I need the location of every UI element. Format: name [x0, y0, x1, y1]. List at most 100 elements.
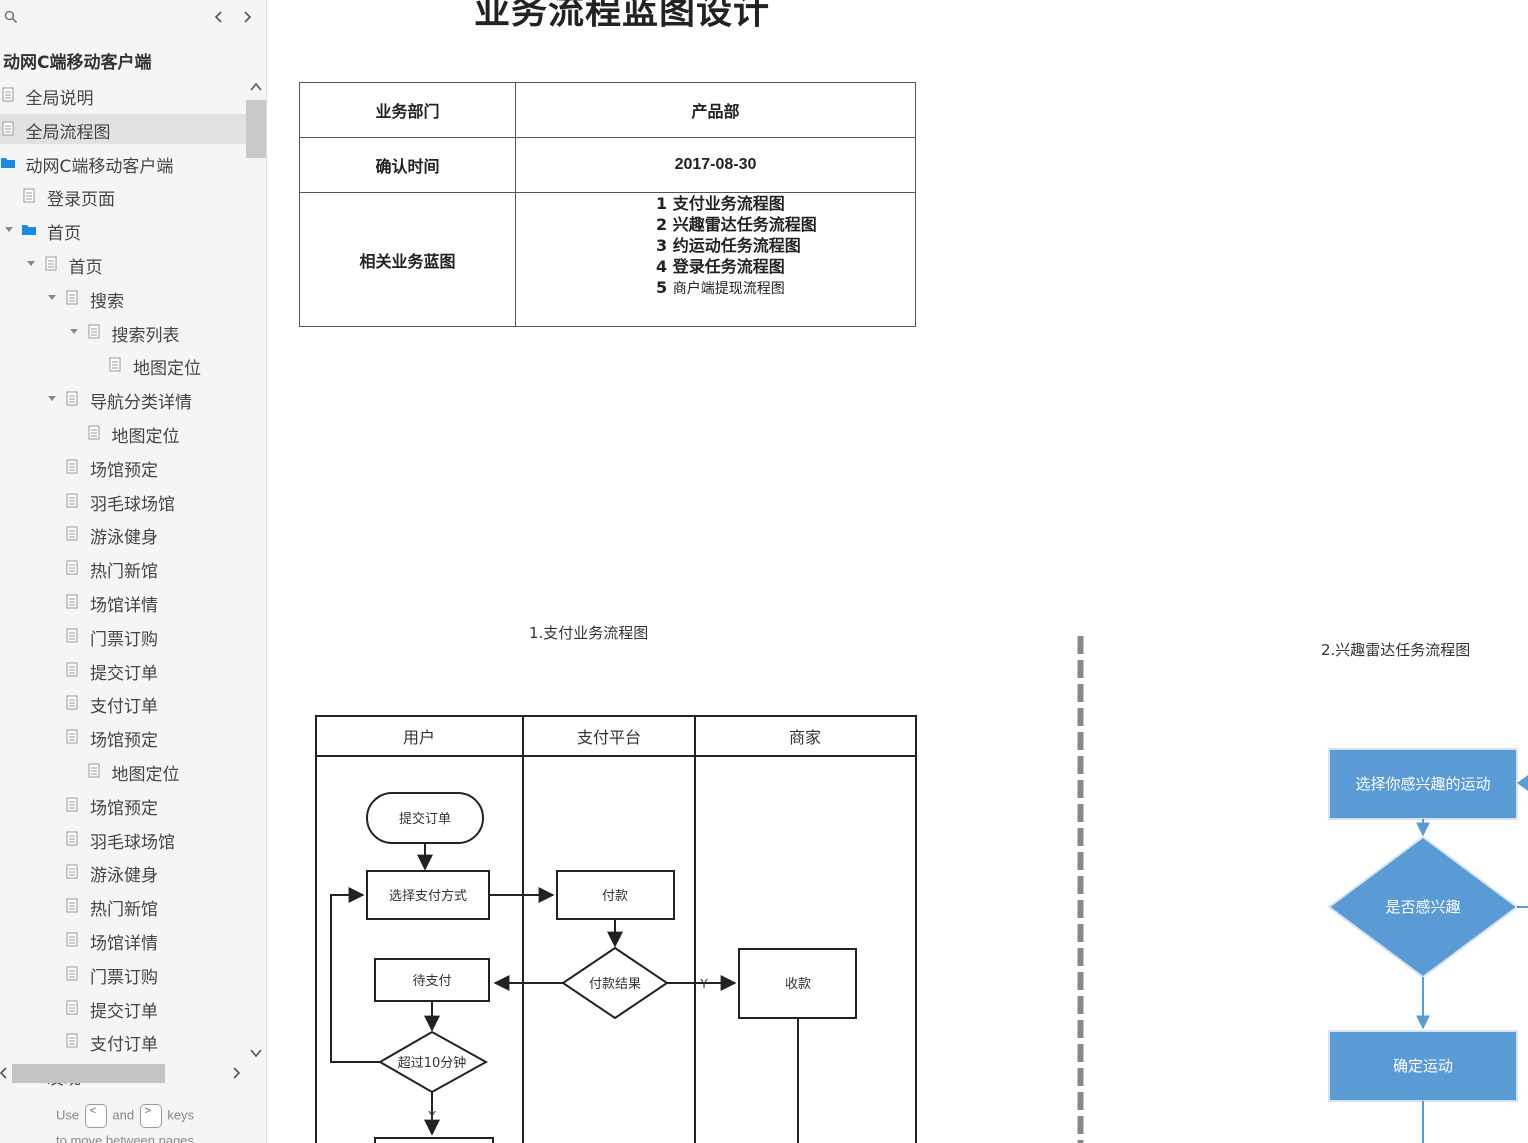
sidebar-item[interactable]: 搜索 — [0, 283, 246, 313]
sidebar-item[interactable]: 门票订购 — [0, 621, 246, 651]
expand-toggle-icon[interactable] — [4, 224, 14, 234]
sidebar-item[interactable]: 全局说明 — [0, 80, 246, 110]
sidebar-item-label: 全局说明 — [25, 89, 94, 109]
scroll-down-icon[interactable] — [249, 1046, 263, 1060]
related-num: 5 — [656, 278, 668, 297]
page-icon — [66, 391, 78, 406]
sidebar-item-label: 首页 — [47, 224, 81, 245]
diagram-divider — [1077, 636, 1084, 1143]
sidebar-item[interactable]: 首页 — [0, 249, 246, 279]
sidebar-item-label: 门票订购 — [90, 967, 158, 988]
sidebar-item[interactable]: 登录页面 — [0, 181, 246, 211]
date-label: 确认时间 — [299, 137, 516, 193]
sidebar-item[interactable]: 场馆详情 — [0, 925, 246, 955]
page-icon — [45, 256, 56, 271]
page-icon — [2, 87, 13, 102]
node-receive — [738, 948, 857, 1019]
page-icon — [88, 763, 99, 778]
related-item: 2 兴趣雷达任务流程图 — [656, 214, 915, 235]
sidebar-item[interactable]: 地图定位 — [0, 418, 246, 448]
sidebar-item[interactable]: 支付订单 — [0, 688, 246, 718]
page-icon — [66, 729, 78, 744]
project-title: 动网C端移动客户端 — [3, 53, 152, 73]
sidebar-item-label: 场馆预定 — [90, 460, 158, 481]
sidebar-item[interactable]: 场馆预定 — [0, 790, 246, 820]
vertical-scrollbar[interactable] — [246, 80, 266, 1060]
payment-flowchart: 用户 支付平台 商家 提交订单 选择支付方式 付款 付款结果 待支付 收款 Y … — [315, 715, 917, 1143]
scroll-up-icon[interactable] — [249, 80, 263, 94]
sidebar-item[interactable]: 门票订购 — [0, 959, 246, 989]
scroll-right-icon[interactable] — [230, 1066, 242, 1080]
scroll-left-icon[interactable] — [0, 1066, 10, 1080]
vertical-scroll-thumb[interactable] — [246, 100, 266, 158]
sidebar-item[interactable]: 地图定位 — [0, 756, 246, 786]
sidebar-item[interactable]: 热门新馆 — [0, 553, 246, 583]
hint-keys: keys — [167, 1107, 195, 1123]
related-num: 2 — [656, 215, 668, 234]
node-choose-sport-label: 选择你感兴趣的运动 — [1355, 775, 1490, 793]
page-icon — [88, 425, 99, 440]
related-num: 1 — [656, 194, 668, 213]
sidebar-item[interactable]: 热门新馆 — [0, 891, 246, 921]
diagram2-caption: 2.兴趣雷达任务流程图 — [1321, 641, 1471, 659]
swimlane-frame — [315, 715, 917, 1143]
search-icon[interactable] — [4, 10, 18, 24]
sidebar-item[interactable]: 场馆详情 — [0, 587, 246, 617]
sidebar-item-label: 热门新馆 — [90, 900, 158, 921]
sidebar-item[interactable]: 游泳健身 — [0, 857, 246, 887]
related-label: 相关业务蓝图 — [299, 192, 516, 327]
sidebar-item[interactable]: 羽毛球场馆 — [0, 824, 246, 854]
expand-toggle-icon[interactable] — [47, 292, 57, 302]
previous-page-icon[interactable] — [210, 6, 228, 28]
sidebar-item-label: 地图定位 — [111, 427, 180, 447]
sidebar-item[interactable]: 场馆预定 — [0, 722, 246, 752]
expand-toggle-icon[interactable] — [26, 258, 36, 268]
horizontal-scrollbar[interactable] — [0, 1062, 246, 1084]
sidebar-item[interactable]: 提交订单 — [0, 655, 246, 685]
sidebar-item[interactable]: 动网C端移动客户端 — [0, 148, 246, 178]
related-text: 商户端提现流程图 — [672, 281, 785, 297]
sidebar-item[interactable]: 游泳健身 — [0, 519, 246, 549]
node-interested-label: 是否感兴趣 — [1385, 898, 1460, 916]
related-item: 3 约运动任务流程图 — [656, 235, 915, 256]
sidebar-item[interactable]: 羽毛球场馆 — [0, 486, 246, 516]
diagram1-caption: 1.支付业务流程图 — [529, 624, 649, 642]
incoming-arrow-icon — [1517, 775, 1528, 791]
sidebar-item-label: 游泳健身 — [90, 866, 158, 887]
horizontal-scroll-thumb[interactable] — [12, 1064, 165, 1083]
sidebar-item-label: 门票订购 — [90, 629, 158, 650]
sidebar-item-label: 地图定位 — [133, 359, 201, 380]
sidebar-item[interactable]: 搜索列表 — [0, 317, 246, 347]
page-icon — [2, 121, 13, 136]
next-page-icon[interactable] — [238, 6, 256, 28]
sidebar-item[interactable]: 导航分类详情 — [0, 384, 246, 414]
page-icon — [66, 493, 78, 508]
node-pay-label: 付款 — [602, 889, 628, 904]
node-choose-payment-label: 选择支付方式 — [389, 888, 467, 904]
sidebar-item-label: 动网C端移动客户端 — [25, 156, 174, 177]
sidebar-item[interactable]: 场馆预定 — [0, 452, 246, 482]
sidebar-item[interactable]: 首页 — [0, 215, 246, 245]
sidebar-item[interactable]: 支付订单 — [0, 1026, 246, 1056]
info-table: 业务部门 产品部 确认时间 2017-08-30 相关业务蓝图 1 支付业务流程… — [299, 82, 916, 327]
folder-icon — [0, 157, 15, 168]
expand-toggle-icon[interactable] — [47, 393, 57, 403]
related-item: 5 商户端提现流程图 — [656, 277, 915, 300]
sidebar-item[interactable]: 地图定位 — [0, 350, 246, 380]
node-receive-label: 收款 — [785, 977, 811, 992]
related-list: 1 支付业务流程图 2 兴趣雷达任务流程图 3 约运动任务流程图 4 登录任务流… — [516, 193, 915, 326]
page-icon — [66, 290, 78, 305]
page-title: 业务流程蓝图设计 — [474, 0, 771, 32]
sidebar-item-label: 场馆预定 — [90, 731, 158, 752]
sitemap-sidebar: 动网C端移动客户端 全局说明全局流程图动网C端移动客户端登录页面首页首页搜索搜索… — [0, 0, 267, 1143]
page-icon — [66, 797, 78, 812]
related-item: 1 支付业务流程图 — [656, 193, 915, 214]
node-pay — [556, 870, 675, 920]
page-icon — [66, 560, 78, 575]
node-confirm-sport-label: 确定运动 — [1393, 1057, 1453, 1075]
sidebar-item[interactable]: 提交订单 — [0, 993, 246, 1023]
dept-label: 业务部门 — [299, 82, 516, 138]
sidebar-item[interactable]: 全局流程图 — [0, 113, 246, 144]
sidebar-item-label: 全局流程图 — [25, 122, 111, 143]
expand-toggle-icon[interactable] — [69, 326, 79, 336]
